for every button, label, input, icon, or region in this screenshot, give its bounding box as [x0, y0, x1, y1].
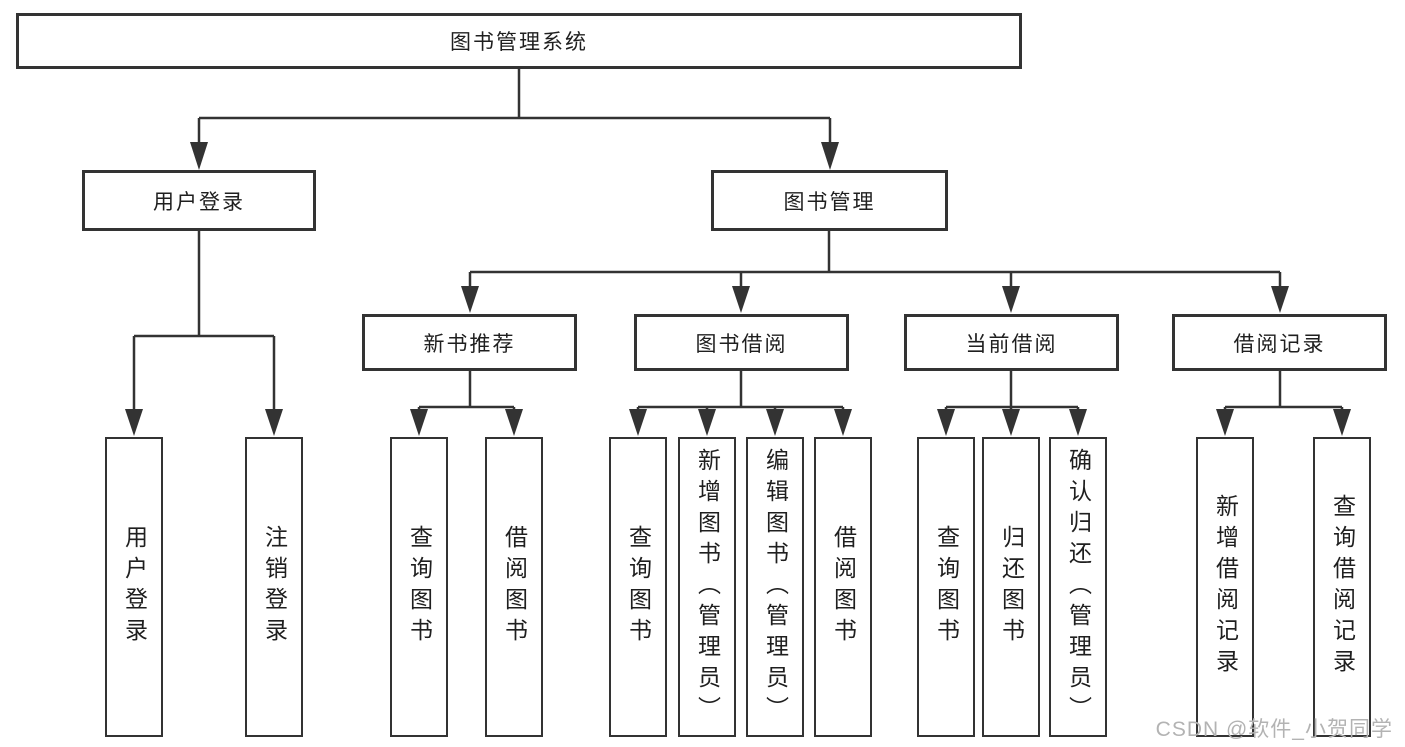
leaf-user-login: 用户登录	[105, 437, 163, 737]
leaf-add-books-admin: 新增图书（管理员）	[678, 437, 736, 737]
node-current-borrow: 当前借阅	[904, 314, 1119, 371]
leaf-confirm-return-admin: 确认归还（管理员）	[1049, 437, 1107, 737]
node-book-management: 图书管理	[711, 170, 948, 231]
node-book-borrow: 图书借阅	[634, 314, 849, 371]
csdn-watermark: CSDN @软件_小贺同学	[1155, 718, 1393, 741]
node-borrow-records: 借阅记录	[1172, 314, 1387, 371]
leaf-borrow-books-1: 借阅图书	[485, 437, 543, 737]
leaf-query-books-2: 查询图书	[609, 437, 667, 737]
leaf-query-borrow-record: 查询借阅记录	[1313, 437, 1371, 737]
node-user-login: 用户登录	[82, 170, 316, 231]
leaf-edit-books-admin: 编辑图书（管理员）	[746, 437, 804, 737]
leaf-logout: 注销登录	[245, 437, 303, 737]
leaf-query-books-3: 查询图书	[917, 437, 975, 737]
arrowheads	[125, 142, 1351, 436]
node-new-book-recommend: 新书推荐	[362, 314, 577, 371]
leaf-add-borrow-record: 新增借阅记录	[1196, 437, 1254, 737]
leaf-query-books-1: 查询图书	[390, 437, 448, 737]
node-root-system: 图书管理系统	[16, 13, 1022, 69]
leaf-borrow-books-2: 借阅图书	[814, 437, 872, 737]
leaf-return-books: 归还图书	[982, 437, 1040, 737]
